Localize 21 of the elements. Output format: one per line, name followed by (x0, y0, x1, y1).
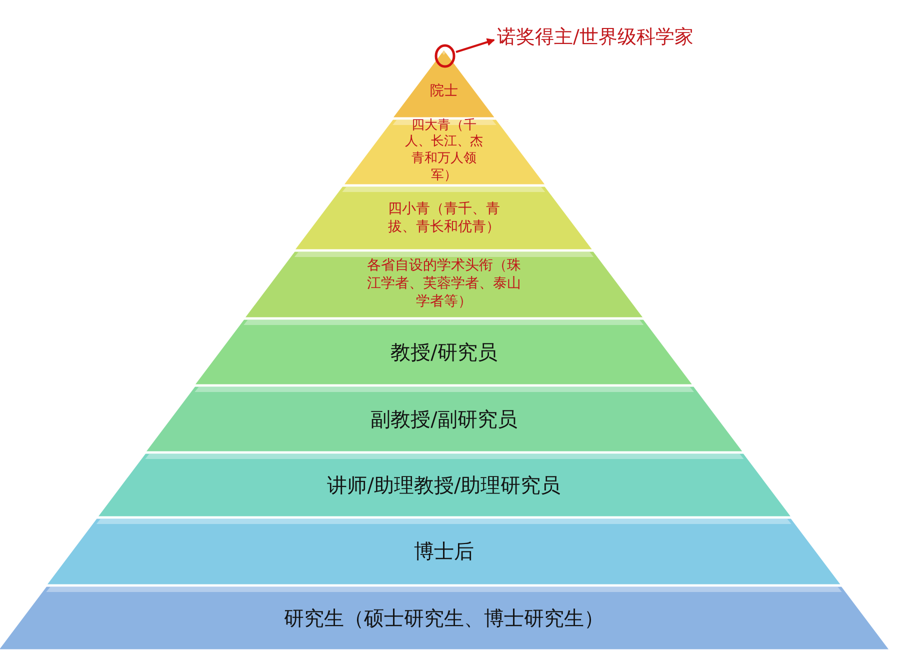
pyramid-level (0, 585, 890, 650)
level-label: 四小青（青千、青拔、青长和优青） (386, 199, 501, 236)
pyramid-level (342, 118, 546, 185)
level-label: 讲师/助理教授/助理研究员 (327, 472, 561, 498)
pyramid-level (294, 185, 594, 250)
level-label: 教授/研究员 (390, 338, 498, 364)
level-label: 院士 (430, 82, 458, 100)
pyramid-level (96, 452, 792, 517)
pyramid-level (46, 517, 842, 585)
level-label: 副教授/副研究员 (370, 406, 518, 432)
pyramid-level (194, 318, 694, 385)
annotation-text: 诺奖得主/世界级科学家 (497, 24, 694, 50)
level-label: 博士后 (414, 538, 474, 564)
level-label: 研究生（硕士研究生、博士研究生） (284, 604, 604, 630)
level-label: 各省自设的学术头衔（珠江学者、芙蓉学者、泰山学者等） (366, 256, 522, 312)
level-label: 四大青（千人、长江、杰青和万人领军） (404, 118, 484, 186)
pyramid-level (244, 250, 644, 318)
pyramid-level (144, 385, 744, 452)
pyramid-level (392, 48, 496, 118)
highlight-circle (434, 44, 456, 68)
arrow (456, 38, 495, 53)
